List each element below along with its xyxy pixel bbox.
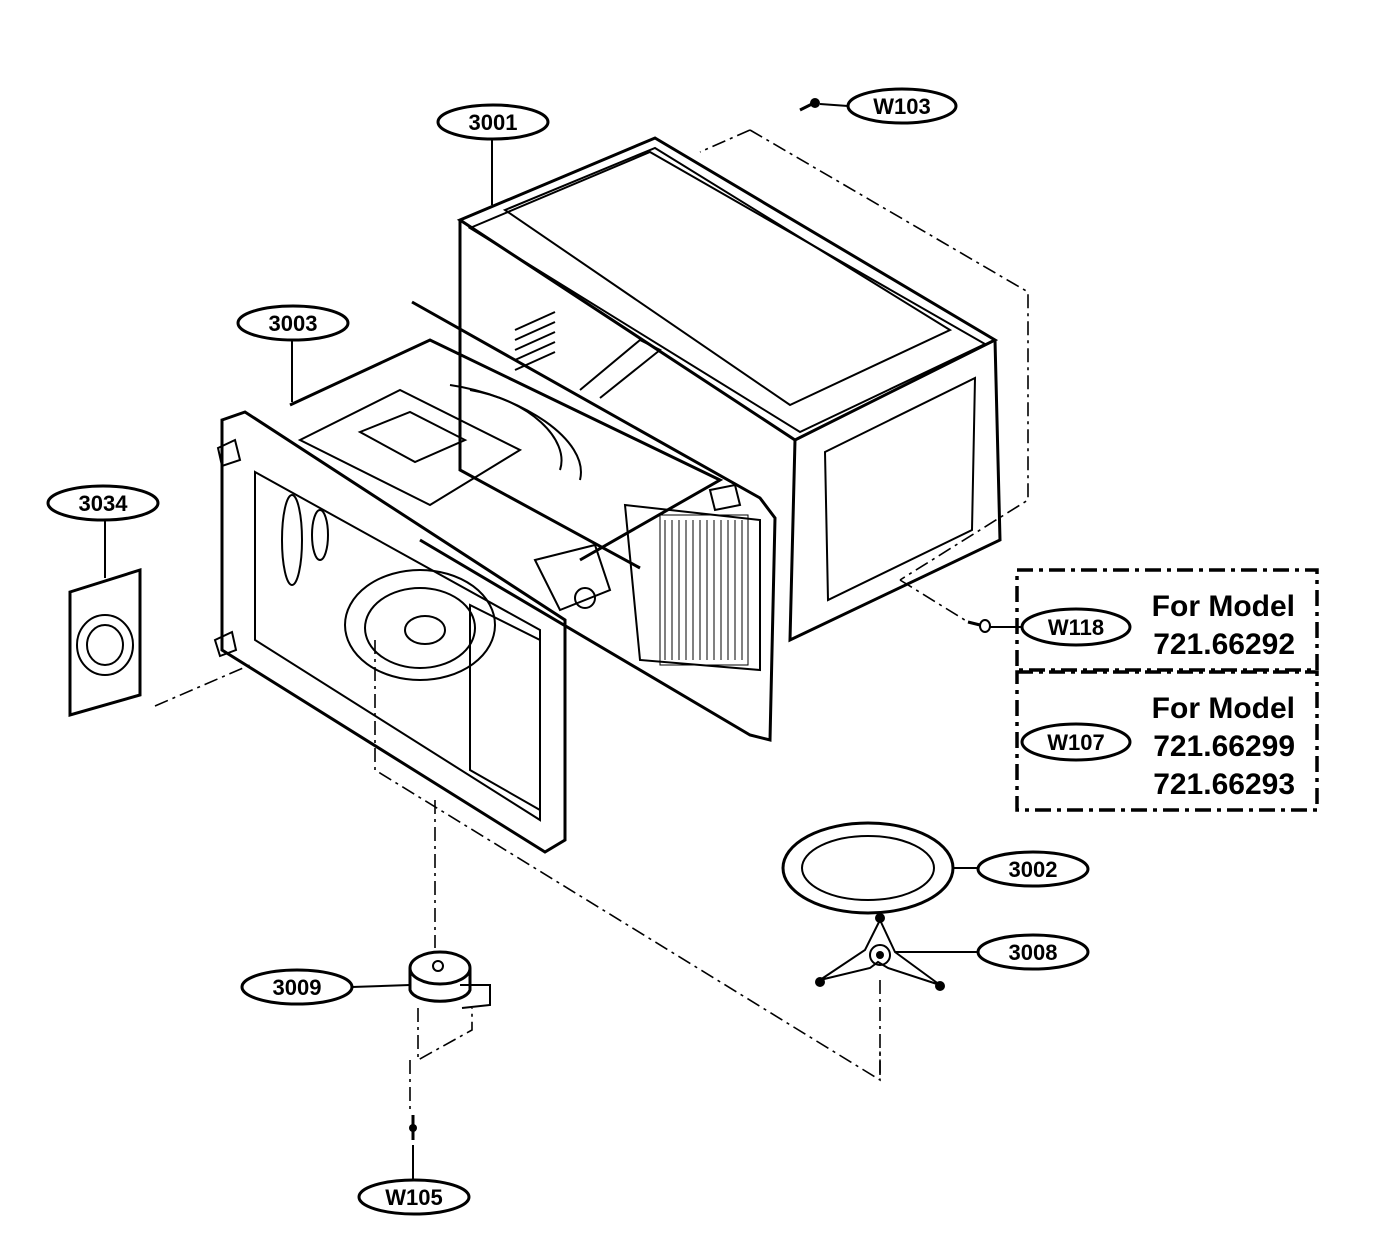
screw-w118-icon bbox=[967, 619, 991, 633]
callout-3034: 3034 bbox=[46, 484, 160, 522]
screw-w105-icon bbox=[409, 1115, 417, 1140]
callout-w107-text: W107 bbox=[1047, 730, 1104, 755]
glass-tray-3002 bbox=[781, 821, 955, 915]
model-note-2-number-1: 721.66299 bbox=[1153, 730, 1295, 763]
screw-w103-icon bbox=[799, 98, 820, 112]
callout-w107: W107 bbox=[1020, 722, 1132, 762]
assembly-lines bbox=[154, 129, 1029, 1112]
callout-3001-text: 3001 bbox=[469, 110, 518, 135]
model-note-box-1 bbox=[1015, 568, 1319, 672]
callout-w105: W105 bbox=[357, 1178, 471, 1216]
model-note-1-number: 721.66292 bbox=[1153, 628, 1295, 661]
model-note-1-heading: For Model bbox=[1152, 590, 1295, 623]
callout-3002: 3002 bbox=[976, 850, 1090, 888]
callout-w103: W103 bbox=[846, 87, 958, 125]
roller-guide-3008 bbox=[815, 913, 945, 991]
turntable-motor-3009 bbox=[408, 950, 491, 1009]
callout-3009-text: 3009 bbox=[273, 975, 322, 1000]
callout-3003-text: 3003 bbox=[269, 311, 318, 336]
outer-cabinet-3001 bbox=[456, 136, 1002, 643]
callout-3002-text: 3002 bbox=[1009, 857, 1058, 882]
leader-lines bbox=[104, 103, 1022, 1180]
callout-w103-text: W103 bbox=[873, 94, 930, 119]
callout-3009: 3009 bbox=[240, 968, 354, 1006]
callout-3034-text: 3034 bbox=[79, 491, 129, 516]
callout-w105-text: W105 bbox=[385, 1185, 442, 1210]
waveguide-cover-3034 bbox=[68, 567, 142, 717]
callout-3008-text: 3008 bbox=[1009, 940, 1058, 965]
callout-3008: 3008 bbox=[976, 933, 1090, 971]
callout-3003: 3003 bbox=[236, 304, 350, 342]
model-note-2-heading: For Model bbox=[1152, 692, 1295, 725]
callout-3001: 3001 bbox=[436, 103, 550, 141]
model-note-2-number-2: 721.66293 bbox=[1153, 768, 1295, 801]
callout-w118: W118 bbox=[1020, 607, 1132, 647]
model-note-box-2 bbox=[1015, 670, 1319, 812]
inner-chassis-3003 bbox=[213, 300, 777, 854]
callout-w118-text: W118 bbox=[1048, 615, 1104, 640]
